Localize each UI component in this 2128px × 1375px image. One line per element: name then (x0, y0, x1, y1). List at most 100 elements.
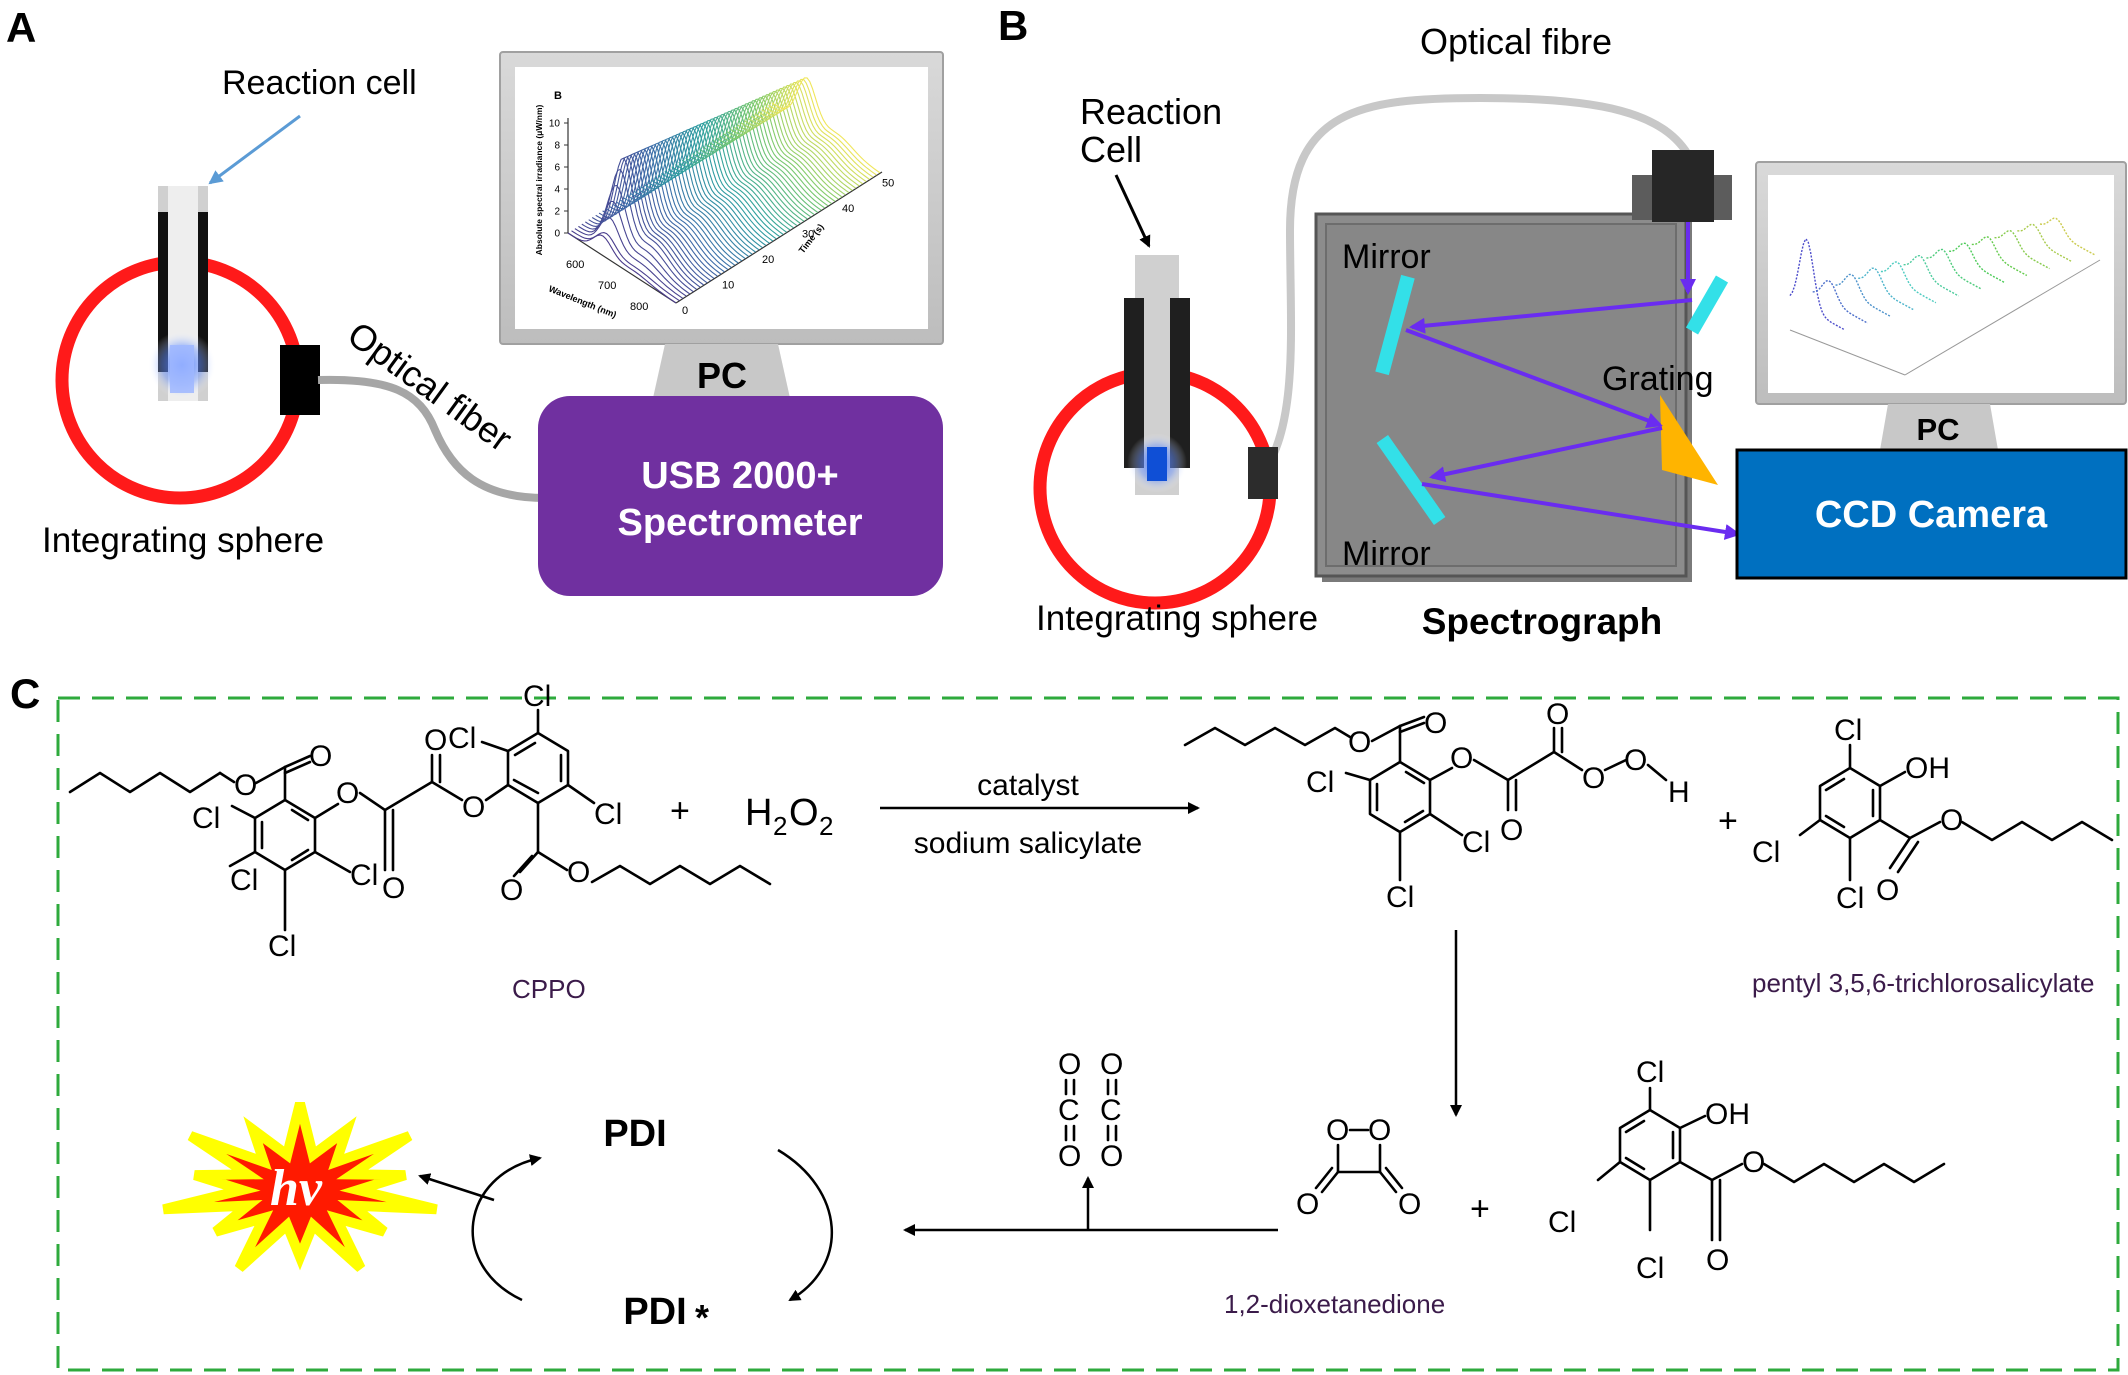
atom-o: O (1876, 874, 1899, 907)
spectrometer-label-line1: USB 2000+ (641, 455, 839, 497)
bond (383, 780, 434, 812)
bond (1824, 777, 1846, 792)
cell-holder-right-b (1170, 298, 1190, 468)
inset-x-tick-label: 800 (630, 301, 648, 313)
bond (512, 854, 534, 878)
reaction-cell-label-b-2: Cell (1080, 129, 1142, 170)
pc-label-b: PC (1916, 412, 1959, 447)
grating-label: Grating (1602, 360, 1714, 398)
bond (1798, 818, 1822, 837)
bond (290, 808, 310, 822)
mirror-bottom (1376, 435, 1446, 525)
panel-a-letter: A (6, 4, 36, 51)
atom-o: O (1500, 814, 1523, 847)
atom-o: O (424, 724, 447, 757)
atom-o: O (1582, 762, 1605, 795)
bond (1506, 750, 1556, 782)
atom-cl: Cl (1386, 881, 1414, 914)
cppo-label: CPPO (512, 974, 586, 1004)
inset-z-tick-label: 20 (762, 254, 774, 266)
inset-time-axis (675, 171, 883, 304)
bond (358, 791, 387, 812)
trichlorosalicylate-label: pentyl 3,5,6-trichlorosalicylate (1752, 968, 2095, 998)
monitor-b-plot (1789, 217, 2101, 376)
reaction-cell-label-b-1: Reaction (1080, 91, 1222, 132)
monitor-b-curve (1926, 248, 1982, 290)
atom-o: O (1940, 804, 1963, 837)
inset-x-axis (567, 232, 677, 304)
salicylate-ring-top (1818, 766, 1882, 840)
bond (518, 850, 540, 874)
plus-3: + (1470, 1190, 1490, 1228)
inset-ylabel: Absolute spectral irradiance (μW/nm) (534, 104, 544, 255)
atom-o: O (1348, 726, 1371, 759)
atom-o: O (1424, 707, 1447, 740)
bond (1344, 771, 1372, 782)
inset-spectrum-curve (761, 81, 870, 180)
bond (1896, 840, 1920, 874)
bond (1596, 1160, 1622, 1182)
inset-spectrum-curve (602, 151, 711, 282)
bond (283, 754, 312, 769)
bond (484, 783, 510, 802)
inset-spectrum-curve (702, 107, 812, 218)
bond (1320, 1170, 1340, 1194)
bond (228, 850, 257, 868)
h2o2-sub-2: 2 (819, 811, 833, 841)
bond (1678, 1160, 1714, 1182)
atom-cl: Cl (1306, 766, 1334, 799)
atom-cl: Cl (523, 680, 551, 713)
atom-c: C (1100, 1094, 1122, 1127)
monitor-b-curve (2017, 223, 2073, 263)
bond (290, 848, 310, 862)
atom-cl: Cl (1636, 1056, 1664, 1089)
atom-o: O (1368, 1114, 1391, 1147)
bond (1603, 758, 1628, 772)
trichlorosalicylate-bottom: Cl OH Cl Cl O O (1548, 1056, 1946, 1285)
inset-spectrum-curve (609, 148, 718, 277)
bond (480, 740, 510, 753)
bond (1878, 770, 1907, 788)
bond (1824, 814, 1846, 829)
inset-spectrum-curve (671, 121, 781, 238)
dioxetanedione-label: 1,2-dioxetanedione (1224, 1289, 1445, 1319)
bond (566, 783, 596, 805)
salicylate-pentyl-bottom (1762, 1162, 1946, 1184)
bond (254, 765, 287, 785)
panel-b-letter: B (998, 2, 1028, 49)
bond (1314, 1166, 1334, 1190)
monitor-b-curve (1812, 279, 1869, 324)
atom-cl: Cl (350, 859, 378, 892)
inset-spectrum-curve (668, 122, 777, 240)
cppo-pentyl-chain-2 (590, 864, 772, 886)
bond (1678, 1114, 1707, 1130)
reaction-cell-pointer-b (1114, 174, 1151, 248)
inset-spectrum-curve (685, 115, 794, 229)
monitor-b-curve (1835, 273, 1891, 318)
excited-star: * (695, 1297, 709, 1338)
atom-cl: Cl (268, 930, 296, 963)
inset-spectrum-curve (692, 112, 801, 224)
monitor-b-curve (2039, 217, 2096, 256)
optical-fiber-label-a: Optical fiber (340, 313, 520, 459)
inset-spectrum-curve (578, 200, 687, 297)
mirror-top (1375, 274, 1415, 376)
bond (1428, 812, 1464, 837)
inset-spectrum-curve (695, 110, 805, 222)
fibre-coupler (1652, 150, 1714, 222)
bond (1624, 1119, 1646, 1134)
inset-y-tick-label: 2 (554, 207, 560, 218)
pc-monitor-a: PC (499, 51, 944, 398)
spectrograph-inner (1325, 223, 1677, 567)
pc-label-a: PC (697, 355, 747, 396)
inset-spectrum-curve (771, 77, 881, 174)
bond (512, 778, 540, 795)
monitor-b-axis (1904, 259, 2101, 376)
bond (1710, 1162, 1744, 1182)
inset-spectrum-curve (612, 146, 722, 275)
atom-cl: Cl (1752, 836, 1780, 869)
atom-c: C (1058, 1094, 1080, 1127)
inset-spectrum-curve (598, 152, 708, 284)
